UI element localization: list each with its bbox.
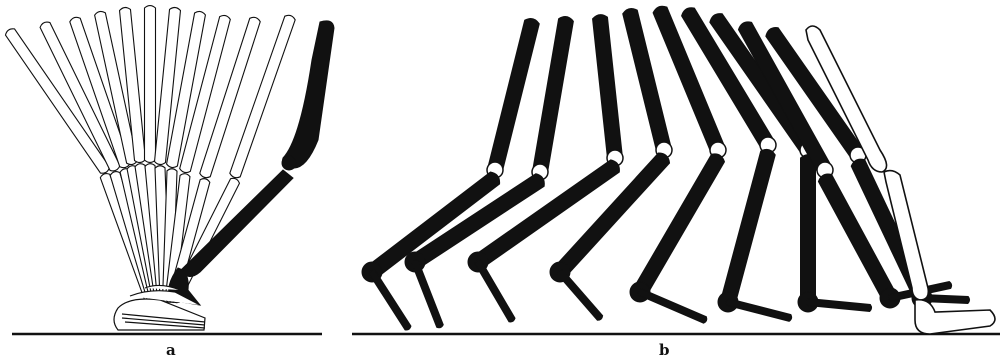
- thigh-bone-outline: [145, 6, 156, 163]
- shank-bone: [801, 155, 816, 306]
- panel-b-leg-sequence: [362, 6, 995, 334]
- foot-bones: [475, 260, 515, 322]
- shank-bone: [721, 149, 775, 305]
- thigh-bone: [488, 18, 540, 173]
- foot-bones: [557, 270, 602, 321]
- foot-bones: [638, 289, 707, 323]
- thigh-bone-outline: [230, 15, 295, 177]
- foot-bones: [806, 299, 871, 312]
- feet-pile-a: [114, 285, 205, 330]
- foot-bones: [726, 299, 791, 322]
- foot-bones: [369, 270, 411, 330]
- thigh-bone: [593, 15, 623, 162]
- leg-outline-group: [5, 6, 295, 303]
- foot-bones: [412, 260, 444, 327]
- panel-a-label: a: [166, 341, 176, 359]
- thigh-bone: [533, 17, 574, 176]
- panel-b-label: b: [659, 341, 670, 359]
- panel-a-leg-fan: [5, 6, 334, 330]
